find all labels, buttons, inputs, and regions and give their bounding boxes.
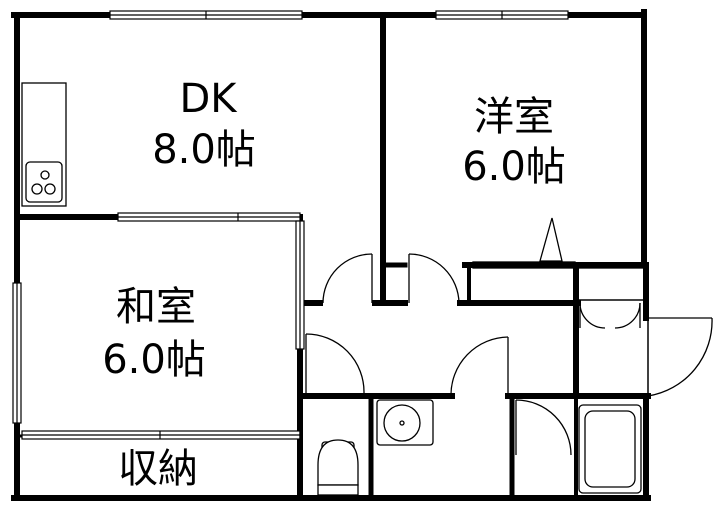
walls [11,9,651,501]
washbasin [376,399,434,446]
closet-details [299,217,645,498]
bathtub [578,404,642,494]
western-room-name: 洋室 [474,94,554,140]
japanese-room-size: 6.0帖 [102,337,206,383]
toilet [317,439,359,496]
dk-room-name: DK [179,76,238,122]
windows [12,10,569,424]
kitchen-counter [21,82,67,207]
dk-room-size: 8.0帖 [152,127,256,173]
japanese-room-name: 和室 [116,284,196,330]
western-room-size: 6.0帖 [462,144,566,190]
storage-room-name: 収納 [118,446,198,492]
swing-doors [305,253,713,456]
